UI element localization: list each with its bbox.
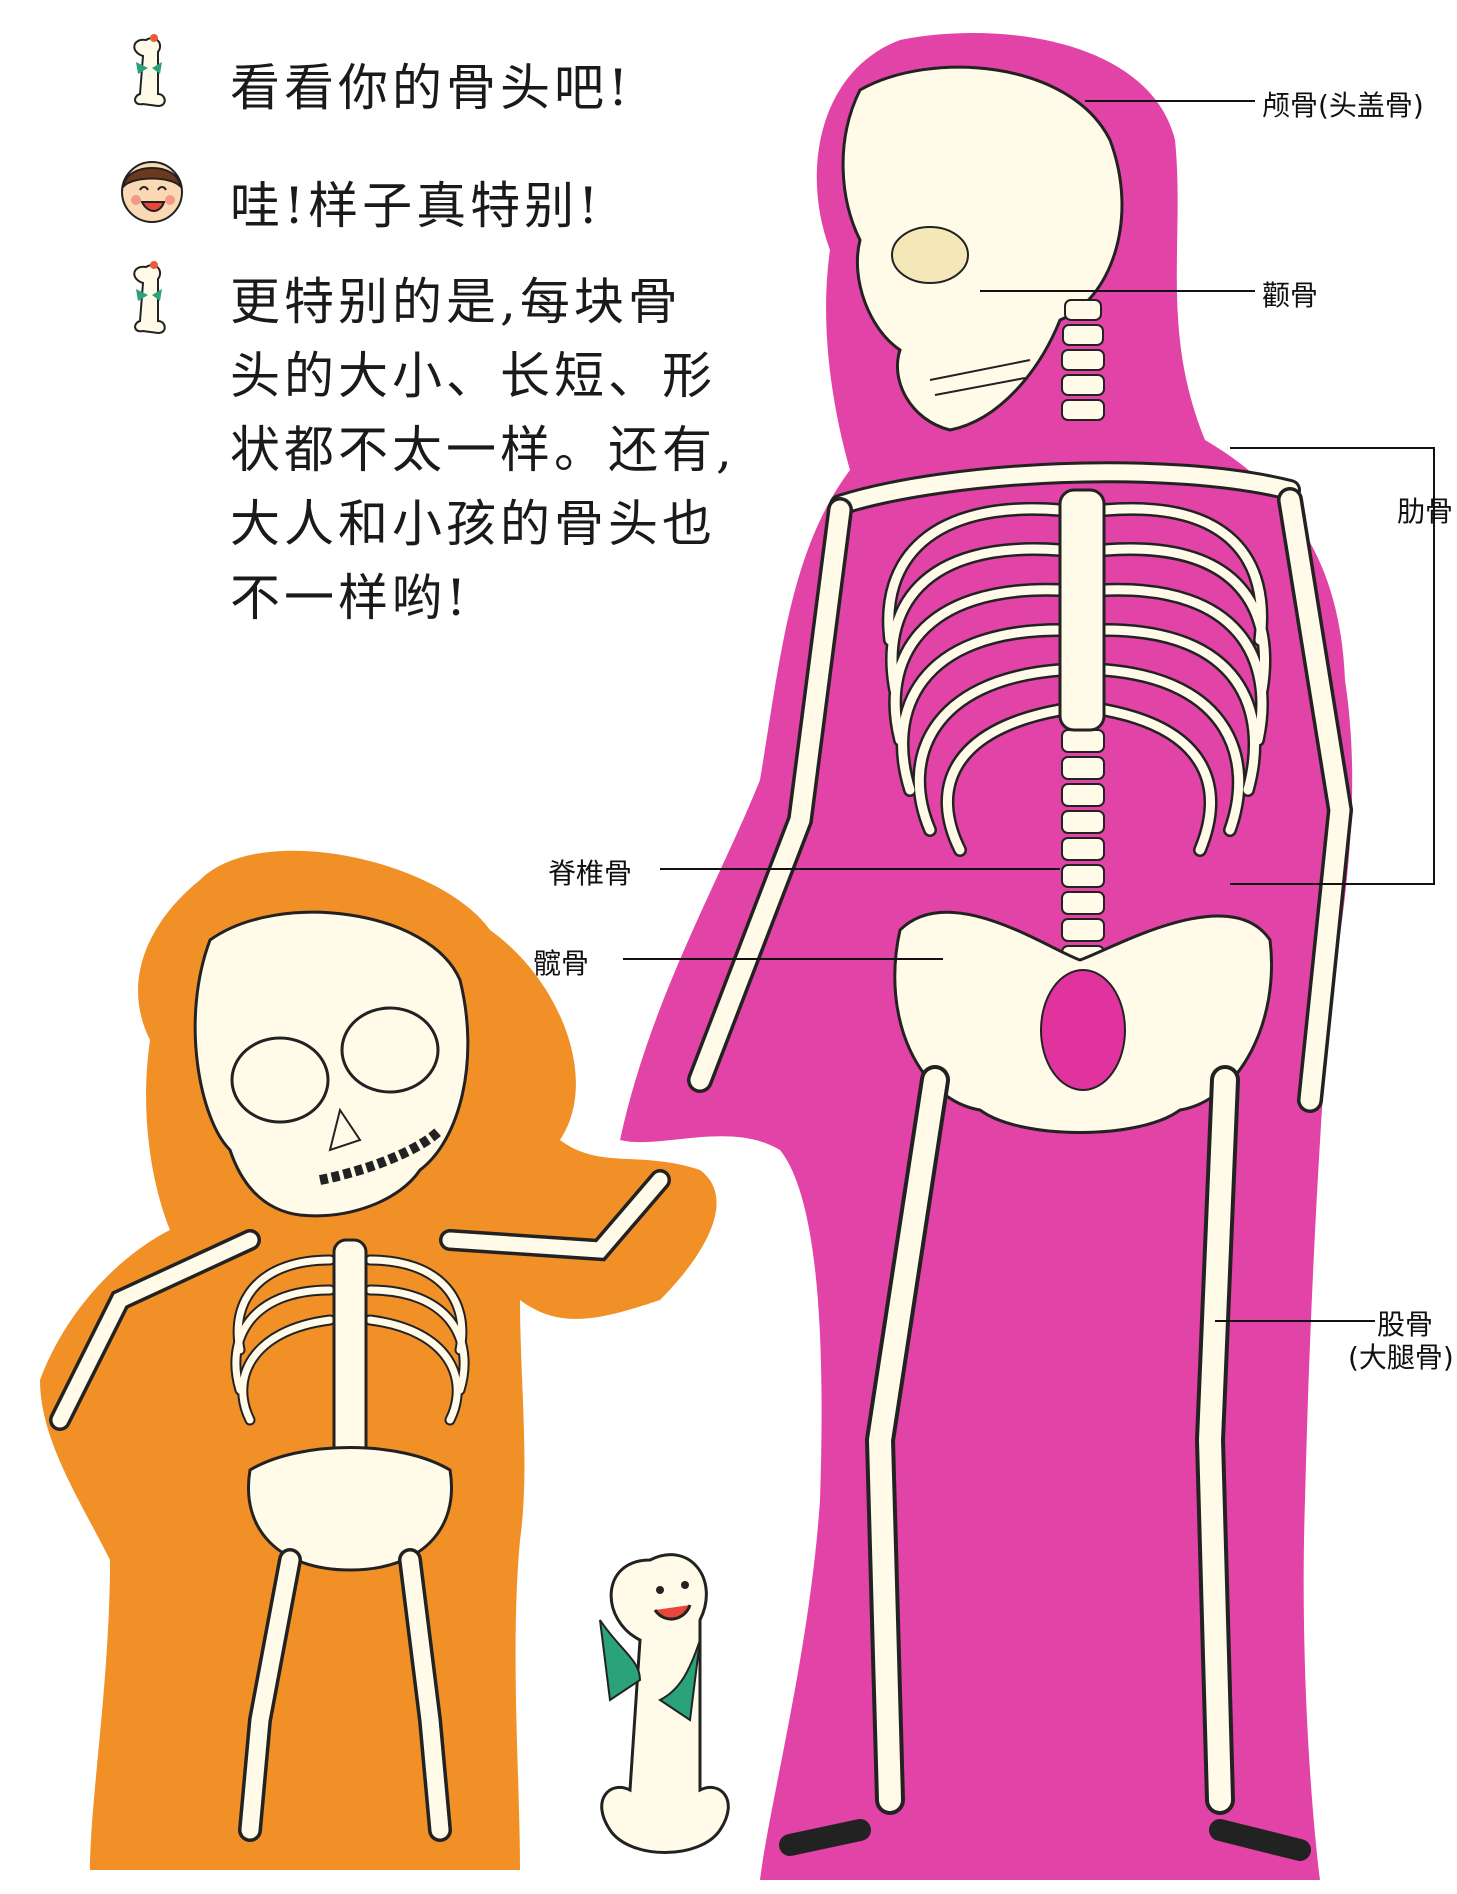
label-jaw: 颧骨 [1262, 274, 1318, 314]
jaw-leader-line [980, 290, 1255, 292]
label-spine: 脊椎骨 [548, 852, 632, 892]
femur-leader-line [1215, 1320, 1375, 1322]
child-pelvis [248, 1448, 451, 1571]
adult-sternum [1060, 490, 1104, 730]
label-hip: 髋骨 [533, 942, 589, 982]
dialogue-text-3: 更特别的是,每块骨 头的大小、长短、形 状都不太一样。还有, 大人和小孩的骨头也… [230, 265, 736, 635]
skull-leader-line [1085, 100, 1255, 102]
child-figure [40, 851, 717, 1870]
dialogue-text-3-line-2: 头的大小、长短、形 [230, 339, 736, 413]
dialogue-text-3-line-3: 状都不太一样。还有, [230, 413, 736, 487]
ribs-bracket-top [1230, 447, 1435, 449]
bone-mascot-icon [118, 261, 188, 341]
ribs-bracket-bottom [1230, 883, 1435, 885]
child-face-icon [112, 150, 192, 230]
spine-leader-line [660, 868, 1060, 870]
dialogue-text-3-line-5: 不一样哟! [230, 561, 736, 635]
label-ribs: 肋骨 [1397, 490, 1453, 530]
dialogue-text-2: 哇!样子真特别! [230, 166, 602, 238]
hip-leader-line [623, 958, 943, 960]
bone-mascot-icon [118, 34, 188, 114]
dialogue-text-3-line-4: 大人和小孩的骨头也 [230, 487, 736, 561]
dialogue-text-3-line-1: 更特别的是,每块骨 [230, 265, 736, 339]
label-skull: 颅骨(头盖骨) [1262, 84, 1424, 124]
dialogue-text-1: 看看你的骨头吧! [230, 48, 632, 120]
bone-mascot-character [600, 1555, 728, 1853]
label-femur-note: (大腿骨) [1348, 1336, 1454, 1376]
